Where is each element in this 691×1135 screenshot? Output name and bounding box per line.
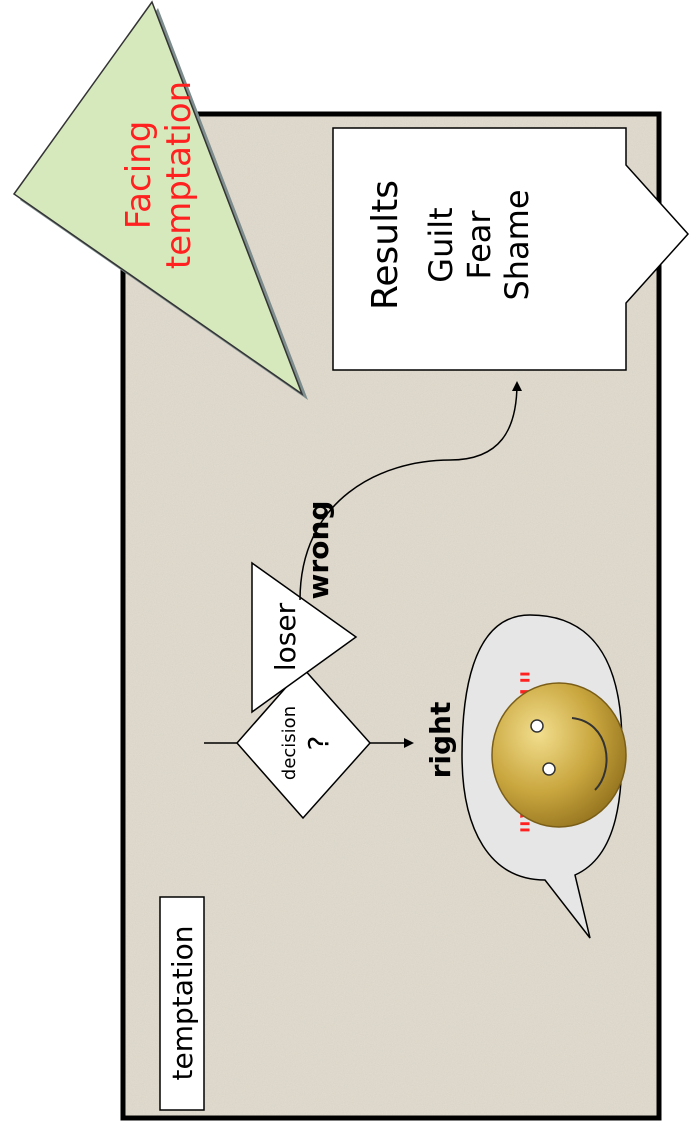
smiley-eye-left [530, 719, 544, 733]
decision-label: decision [279, 706, 300, 780]
arrow-loser-to-results [299, 381, 522, 601]
loser-label: loser [269, 602, 302, 671]
results-item-shame: Shame [498, 189, 536, 300]
decision-question-mark: ? [302, 736, 335, 751]
smiley-mouth [571, 717, 608, 791]
right-label: right [424, 702, 457, 779]
title-line-1: Facing [119, 121, 159, 230]
smiley-face [491, 682, 627, 828]
title-line-2: temptation [159, 81, 199, 269]
loser-triangle [251, 561, 358, 714]
temptation-label: temptation [166, 925, 199, 1080]
title-triangle [12, 0, 304, 397]
results-heading: Results [365, 180, 406, 310]
temptation-box [159, 896, 205, 1111]
smiley-eye-right [542, 762, 556, 776]
decision-diamond [236, 666, 372, 820]
results-box [332, 127, 690, 371]
results-item-fear: Fear [460, 210, 498, 280]
results-item-guilt: Guilt [422, 207, 460, 282]
